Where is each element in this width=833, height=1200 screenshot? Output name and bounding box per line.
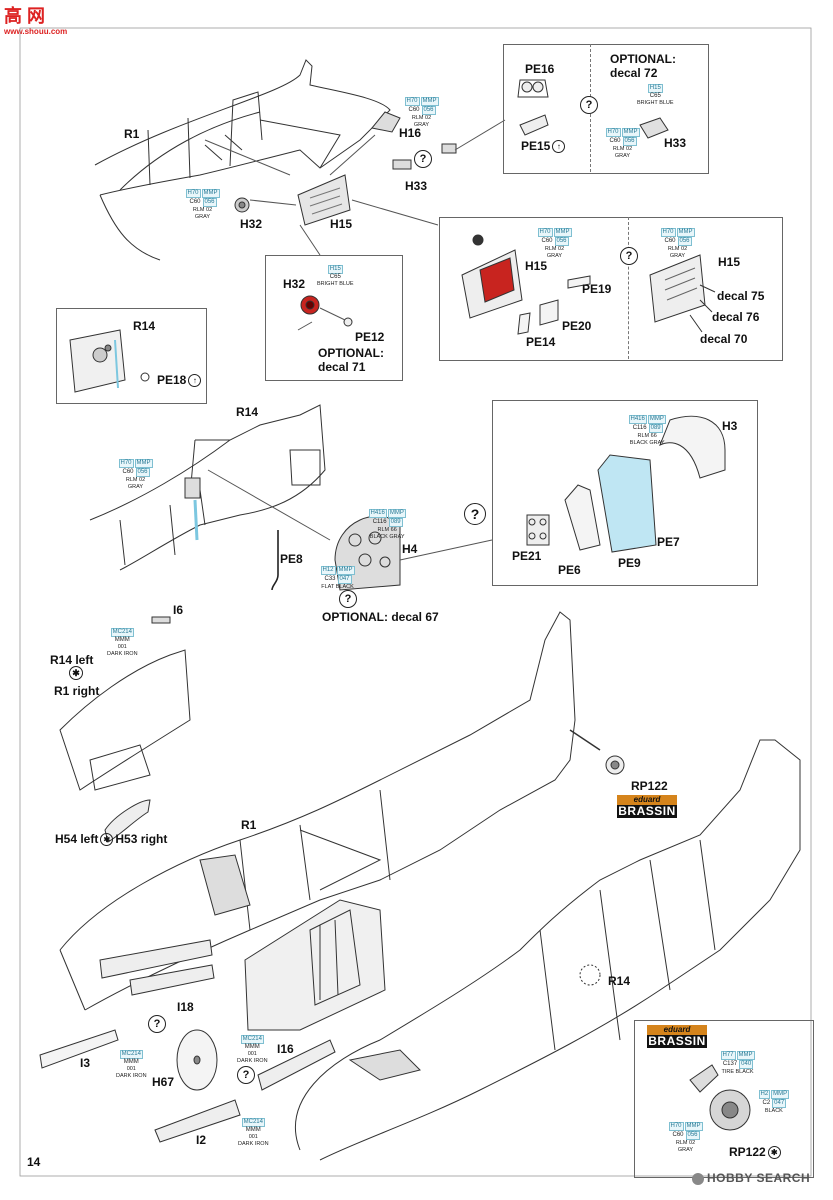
h3-pe7-detail-box <box>492 400 758 586</box>
both-sides-icon-rp122: ✱ <box>767 1146 781 1160</box>
label-r14-bottom: R14 <box>608 974 631 988</box>
label-rp122-detail: RP122✱ <box>729 1146 781 1160</box>
optional-icon-i18: ? <box>148 1015 166 1033</box>
paint-bright-blue-71: H15 C65 BRIGHT BLUE <box>317 265 354 287</box>
label-pe8: PE8 <box>280 552 303 566</box>
page-number: 14 <box>27 1155 41 1169</box>
label-decal-75: decal 75 <box>717 289 765 303</box>
label-h33-a: H33 <box>405 179 428 193</box>
optional-icon-i16: ? <box>237 1066 255 1084</box>
both-sides-icon-r14: ✱ <box>69 666 83 680</box>
paint-dark-iron-i2: MC214 MMM 001 DARK IRON <box>238 1118 269 1147</box>
both-sides-icon-h54: ✱ <box>100 833 114 847</box>
label-pe9: PE9 <box>618 556 641 570</box>
label-pe7: PE7 <box>657 535 680 549</box>
bend-icon: ↑ <box>552 140 566 154</box>
brassin-logo-detail: eduard BRASSIN <box>647 1025 707 1048</box>
label-i6: I6 <box>173 603 184 617</box>
label-pe15: PE15↑ <box>521 140 566 154</box>
paint-dark-iron-i6: MC214 MMM 001 DARK IRON <box>107 628 138 657</box>
brassin-logo-rp122: eduard BRASSIN <box>617 795 677 818</box>
label-pe12: PE12 <box>355 330 385 344</box>
paint-dark-iron-i16: MC214 MMM 001 DARK IRON <box>237 1035 268 1064</box>
optional-icon-h4: ? <box>464 503 486 525</box>
label-r1-right: R1 right <box>54 684 100 698</box>
optional-icon-67: ? <box>339 590 357 608</box>
pe15-pe16-detail-box <box>503 44 709 174</box>
label-h15-opt: H15 <box>718 255 741 269</box>
label-h32-detail: H32 <box>283 277 306 291</box>
paint-bright-blue-72: H15 C65 BRIGHT BLUE <box>637 84 674 106</box>
label-h67: H67 <box>152 1075 175 1089</box>
hobby-search-logo-icon <box>692 1172 704 1185</box>
label-h54-left: H54 left✱H53 right <box>55 832 168 847</box>
label-optional-67: OPTIONAL: decal 67 <box>322 610 439 624</box>
h15-detail-box <box>439 217 783 361</box>
h32-detail-box <box>265 255 403 381</box>
label-h3: H3 <box>722 419 738 433</box>
optional-icon-h15: ? <box>620 247 638 265</box>
label-i18: I18 <box>177 1000 194 1014</box>
label-pe20: PE20 <box>562 319 592 333</box>
label-h32: H32 <box>240 217 263 231</box>
label-pe16: PE16 <box>525 62 555 76</box>
rear-fuselage-r14-drawing <box>295 739 801 1161</box>
label-optional-72: OPTIONAL:decal 72 <box>610 52 676 80</box>
label-pe18: PE18↑ <box>157 374 202 388</box>
r14-detail-box <box>56 308 207 404</box>
label-h4: H4 <box>402 542 418 556</box>
fuselage-r1-top-drawing <box>94 59 391 261</box>
label-r1-top: R1 <box>124 127 140 141</box>
label-pe6: PE6 <box>558 563 581 577</box>
label-i16: I16 <box>277 1042 294 1056</box>
label-h15: H15 <box>330 217 353 231</box>
label-h16: H16 <box>399 126 422 140</box>
watermark-logo: 高 网 www.shouu.com <box>4 6 68 36</box>
label-pe19: PE19 <box>582 282 612 296</box>
label-optional-71: OPTIONAL:decal 71 <box>318 346 384 374</box>
label-r1-bottom: R1 <box>241 818 257 832</box>
label-i3: I3 <box>80 1056 91 1070</box>
label-decal-70: decal 70 <box>700 332 748 346</box>
label-r14-mid: R14 <box>236 405 259 419</box>
label-rp122: RP122 <box>631 779 668 793</box>
label-h15-detail: H15 <box>525 259 548 273</box>
label-h33-b: H33 <box>664 136 687 150</box>
watermark-hobby-search: HOBBY SEARCH <box>692 1171 810 1185</box>
optional-icon-72: ? <box>580 96 598 114</box>
label-r14-detail: R14 <box>133 319 156 333</box>
label-i2: I2 <box>196 1133 207 1147</box>
bend-icon: ↑ <box>188 374 202 388</box>
paint-dark-iron-i3: MC214 MMM 001 DARK IRON <box>116 1050 147 1079</box>
optional-icon-h33: ? <box>414 150 432 168</box>
label-r14-left: R14 left <box>50 653 94 667</box>
label-pe14: PE14 <box>526 335 556 349</box>
label-decal-76: decal 76 <box>712 310 760 324</box>
label-pe21: PE21 <box>512 549 542 563</box>
rp122-detail-box <box>634 1020 814 1178</box>
optional-divider-h15 <box>628 217 629 359</box>
